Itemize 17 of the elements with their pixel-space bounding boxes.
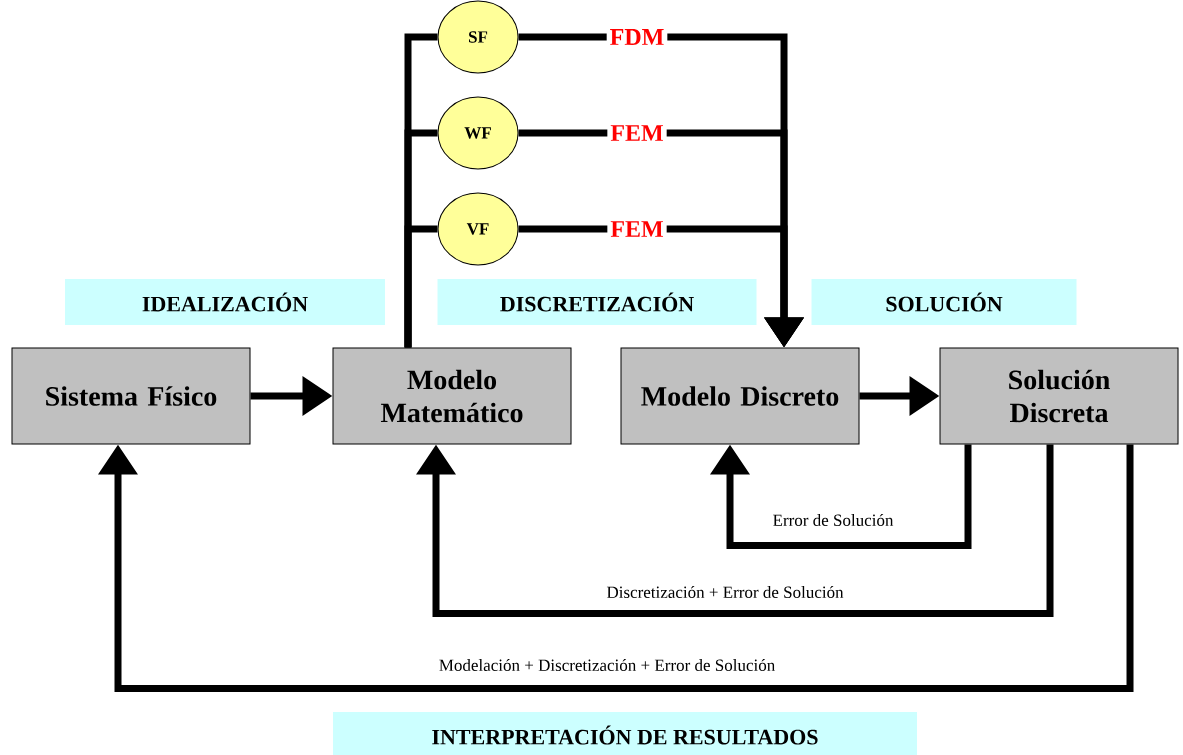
stage-band: IDEALIZACIÓN [65, 279, 385, 325]
edge-label: FDM [606, 26, 668, 48]
stage-band: DISCRETIZACIÓN [437, 279, 757, 325]
stage-band: SOLUCIÓN [811, 279, 1077, 325]
arrow [416, 444, 1054, 617]
process-box: Solución Discreta [939, 347, 1179, 445]
arrow [98, 444, 1134, 692]
edge-label: FEM [607, 218, 667, 240]
process-box: Modelo Matemático [332, 347, 572, 445]
process-box: Sistema Físico [11, 347, 251, 445]
stage-band: INTERPRETACIÓN DE RESULTADOS [333, 712, 917, 755]
arrow [710, 444, 972, 549]
edge-label: Modelación + Discretización + Error de Solución [436, 657, 778, 673]
edge-label: Discretización + Error de Solución [604, 584, 846, 600]
edge-label: FEM [607, 122, 667, 144]
edge-label: Error de Solución [770, 512, 896, 528]
process-box: Modelo Discreto [620, 347, 860, 445]
